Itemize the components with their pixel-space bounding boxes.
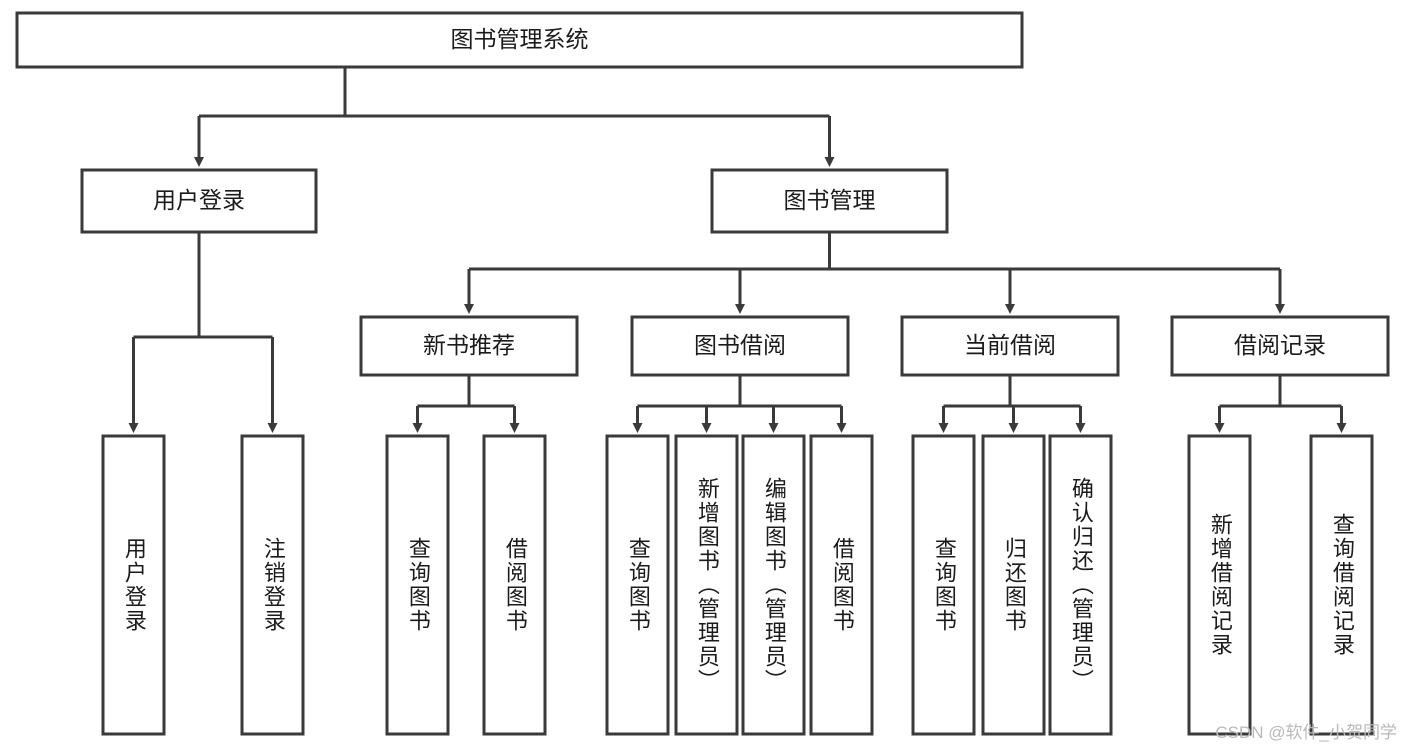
node-box-leaf-query-record xyxy=(1309,434,1374,736)
node-leaf-user-login[interactable] xyxy=(101,434,166,736)
node-box-leaf-borrow-book-2 xyxy=(809,434,874,736)
node-box-leaf-add-record xyxy=(1187,434,1252,736)
node-box-leaf-confirm-return xyxy=(1048,434,1113,736)
node-label-book-borrow: 图书借阅 xyxy=(694,332,786,358)
node-leaf-query-book-2[interactable] xyxy=(605,434,670,736)
node-leaf-borrow-book-1[interactable] xyxy=(482,434,547,736)
node-leaf-add-record[interactable] xyxy=(1187,434,1252,736)
node-box-borrow-record xyxy=(1170,315,1390,377)
node-leaf-borrow-book-2[interactable] xyxy=(809,434,874,736)
node-leaf-return-book[interactable] xyxy=(981,434,1046,736)
node-book-borrow[interactable]: 图书借阅 xyxy=(630,315,850,377)
node-leaf-confirm-return[interactable] xyxy=(1048,434,1113,736)
node-box-new-book-rec xyxy=(359,315,579,377)
node-box-book-borrow xyxy=(630,315,850,377)
node-box-leaf-return-book xyxy=(981,434,1046,736)
node-root[interactable]: 图书管理系统 xyxy=(15,11,1024,69)
node-box-book-manage xyxy=(710,168,949,234)
node-label-root: 图书管理系统 xyxy=(451,26,589,52)
node-box-leaf-query-book-1 xyxy=(385,434,450,736)
node-box-leaf-borrow-book-1 xyxy=(482,434,547,736)
node-leaf-query-record[interactable] xyxy=(1309,434,1374,736)
node-label-book-manage: 图书管理 xyxy=(784,187,876,213)
node-user-login[interactable]: 用户登录 xyxy=(80,168,318,234)
node-box-leaf-query-book-3 xyxy=(911,434,976,736)
node-book-manage[interactable]: 图书管理 xyxy=(710,168,949,234)
node-box-current-borrow xyxy=(900,315,1120,377)
node-box-leaf-user-logout xyxy=(240,434,305,736)
node-new-book-rec[interactable]: 新书推荐 xyxy=(359,315,579,377)
node-box-leaf-edit-book xyxy=(741,434,806,736)
node-box-leaf-query-book-2 xyxy=(605,434,670,736)
node-box-leaf-user-login xyxy=(101,434,166,736)
node-leaf-query-book-1[interactable] xyxy=(385,434,450,736)
node-box-root xyxy=(15,11,1024,69)
node-box-leaf-add-book xyxy=(674,434,739,736)
node-box-user-login xyxy=(80,168,318,234)
node-leaf-add-book[interactable] xyxy=(674,434,739,736)
node-leaf-user-logout[interactable] xyxy=(240,434,305,736)
node-leaf-query-book-3[interactable] xyxy=(911,434,976,736)
node-label-current-borrow: 当前借阅 xyxy=(964,332,1056,358)
node-current-borrow[interactable]: 当前借阅 xyxy=(900,315,1120,377)
node-label-user-login: 用户登录 xyxy=(153,187,245,213)
connector-layer xyxy=(128,67,1347,433)
node-label-borrow-record: 借阅记录 xyxy=(1234,332,1326,358)
watermark: CSDN @软件_小贺同学 xyxy=(1215,723,1397,742)
node-borrow-record[interactable]: 借阅记录 xyxy=(1170,315,1390,377)
node-label-new-book-rec: 新书推荐 xyxy=(423,332,515,358)
node-leaf-edit-book[interactable] xyxy=(741,434,806,736)
